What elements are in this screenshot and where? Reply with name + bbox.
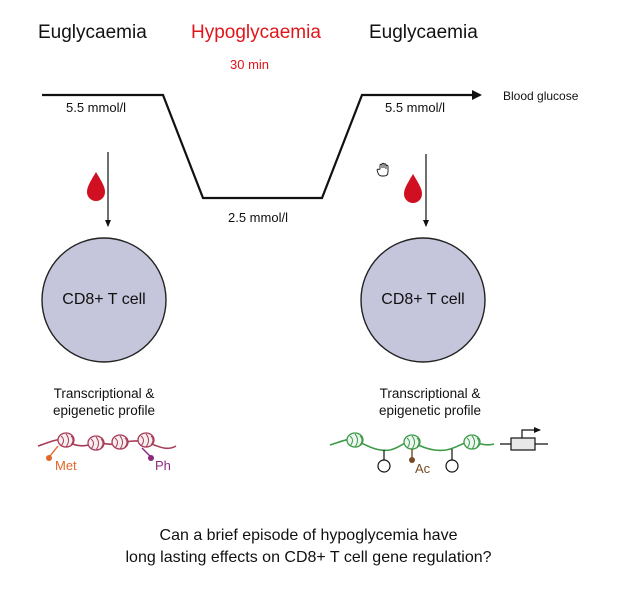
- question-line2: long lasting effects on CD8+ T cell gene…: [125, 549, 492, 566]
- research-question: Can a brief episode of hypoglycemia have…: [0, 525, 617, 569]
- question-line1: Can a brief episode of hypoglycemia have: [159, 527, 458, 544]
- profile-left-line1: Transcriptional &: [53, 386, 155, 401]
- cd8-t-cell-right: [360, 237, 486, 363]
- cell-label-left: CD8+ T cell: [62, 291, 146, 308]
- profile-right-line1: Transcriptional &: [379, 386, 481, 401]
- cd8-t-cell-left: [41, 237, 167, 363]
- phase-label-euglycaemia-left: Euglycaemia: [38, 22, 147, 43]
- phosphorylation-mark-icon: [148, 455, 154, 461]
- chromatin-right: [329, 432, 495, 473]
- profile-right-line2: epigenetic profile: [378, 403, 482, 418]
- phosphorylation-label: Ph: [155, 458, 171, 473]
- blood-drop-icon-right: [404, 174, 422, 203]
- methylation-label: Met: [55, 458, 77, 473]
- duration-label: 30 min: [230, 57, 270, 72]
- profile-label-left: Transcriptional & epigenetic profile: [24, 385, 184, 419]
- cell-label-right: CD8+ T cell: [381, 291, 465, 308]
- methylation-mark-icon: [46, 455, 52, 461]
- glucose-level-right: 5.5 mmol/l: [385, 100, 445, 115]
- acetylation-mark-icon: [409, 457, 415, 463]
- profile-left-line2: epigenetic profile: [52, 403, 156, 418]
- chromatin-left: [37, 432, 177, 461]
- profile-label-right: Transcriptional & epigenetic profile: [350, 385, 510, 419]
- phase-label-euglycaemia-right: Euglycaemia: [369, 22, 478, 43]
- gene-promoter-icon: [500, 427, 548, 451]
- phase-label-hypoglycaemia: Hypoglycaemia: [191, 22, 321, 43]
- lollipop-marker-icon: [377, 459, 391, 473]
- glucose-level-low: 2.5 mmol/l: [228, 210, 288, 225]
- blood-drop-icon-left: [87, 172, 105, 201]
- hand-cursor-icon: [376, 162, 389, 177]
- acetylation-label: Ac: [415, 461, 431, 476]
- glucose-trace: [42, 90, 482, 200]
- blood-glucose-axis-label: Blood glucose: [503, 89, 579, 103]
- glucose-level-left: 5.5 mmol/l: [66, 100, 126, 115]
- lollipop-marker-icon: [445, 459, 459, 473]
